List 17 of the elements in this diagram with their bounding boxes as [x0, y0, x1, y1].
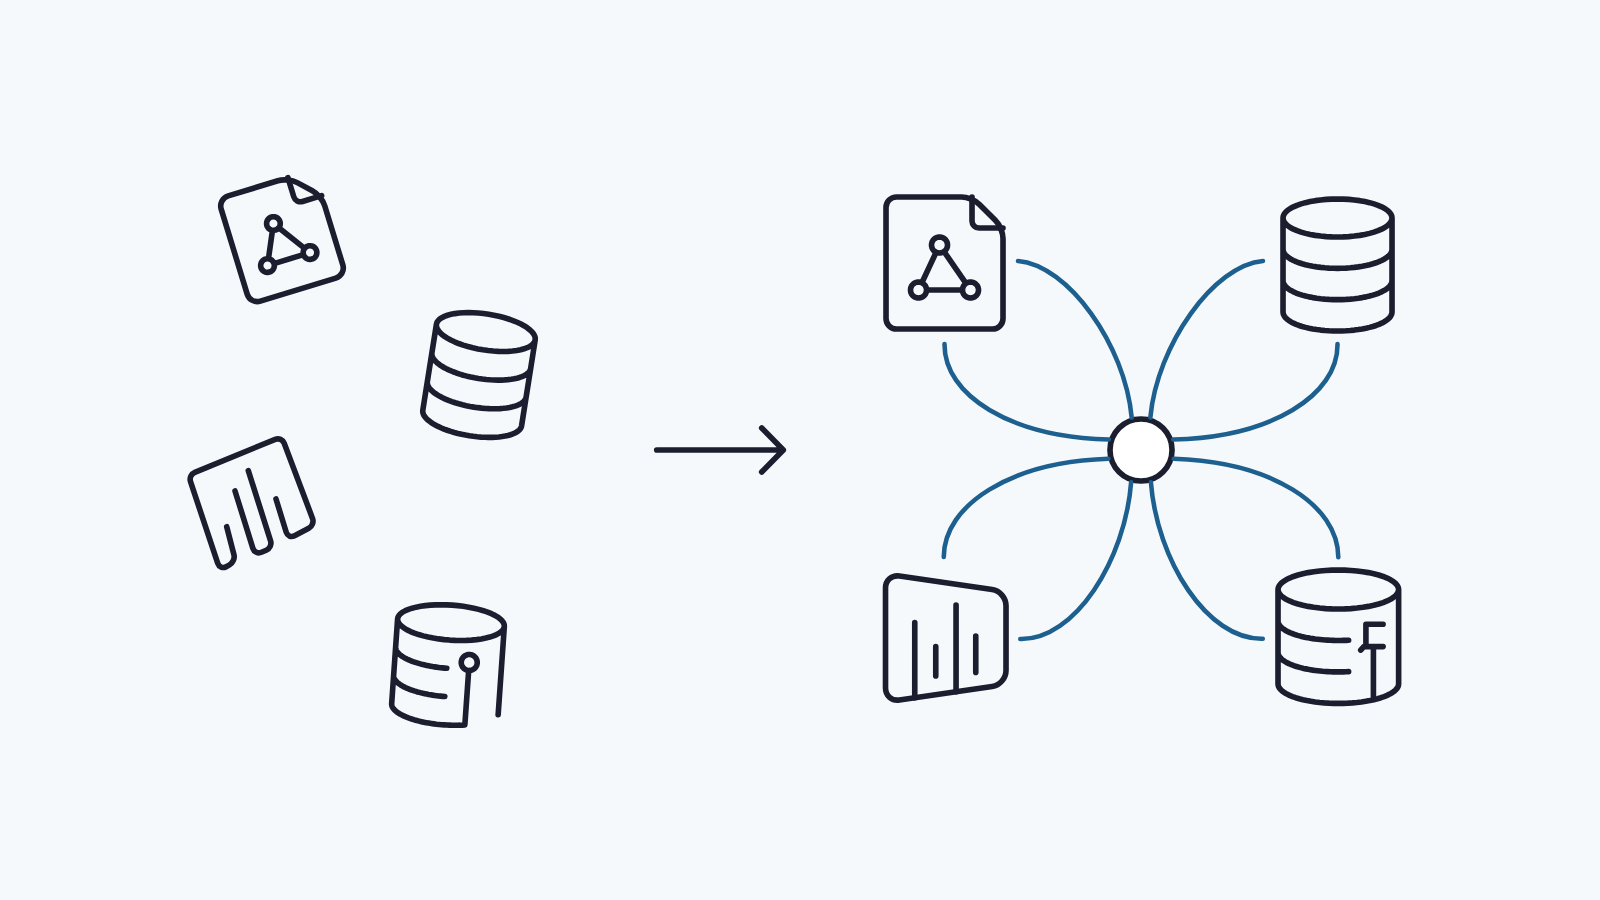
connector-curve	[1018, 480, 1134, 642]
connector-curve	[1171, 456, 1341, 560]
bar-chart-icon	[882, 573, 1009, 703]
database-icon	[1275, 567, 1402, 707]
database-icon	[1280, 196, 1395, 334]
document-icon	[883, 194, 1006, 332]
document-icon	[217, 174, 347, 305]
connector-curve	[1170, 341, 1340, 442]
connector-curve	[1148, 258, 1266, 420]
database-icon	[419, 309, 539, 441]
connector-curve	[1015, 258, 1134, 420]
connector-curve	[941, 456, 1111, 560]
hub-circle	[1107, 416, 1175, 484]
bar-chart-icon	[187, 436, 316, 571]
database-icon	[388, 601, 508, 729]
connector-curve	[1148, 480, 1266, 641]
connector-curve	[942, 341, 1112, 442]
